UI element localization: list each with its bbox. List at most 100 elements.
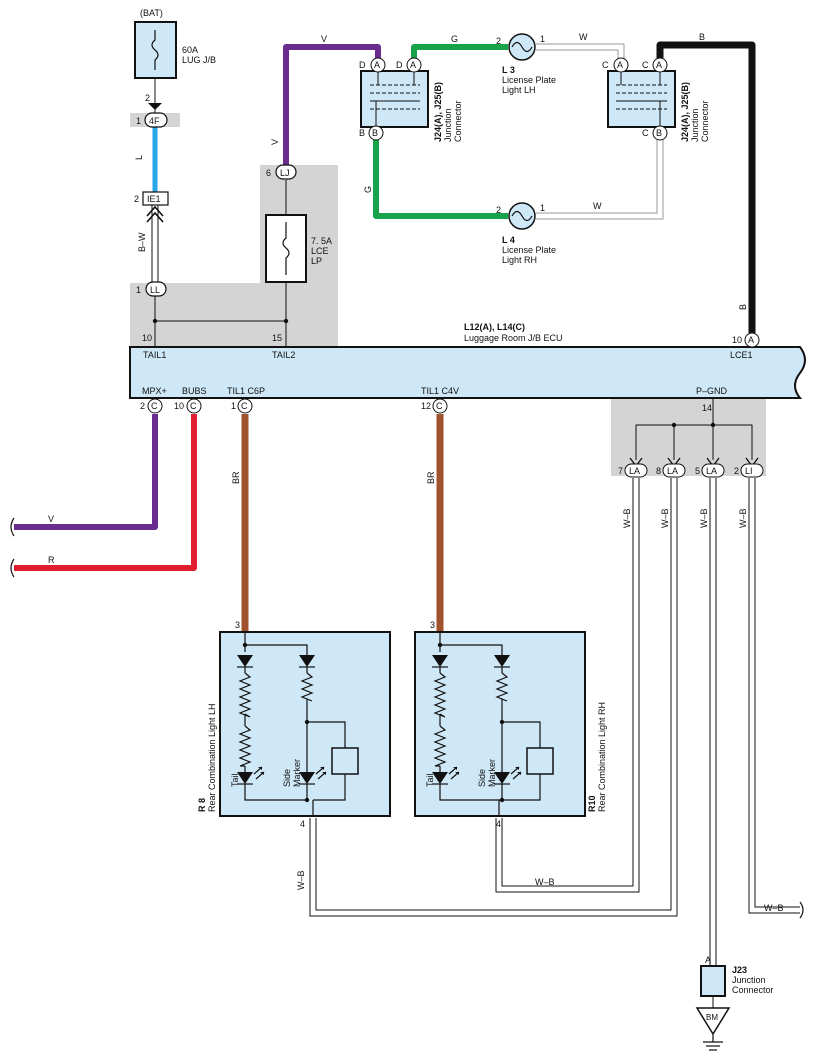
wire-label-br1: BR xyxy=(231,471,241,484)
ecu-pin-c6p: 1 xyxy=(231,401,236,411)
jr-line2: Junction xyxy=(690,108,700,142)
ground-conn-pin: 8 xyxy=(656,466,661,476)
battery-pin-top: 2 xyxy=(145,93,150,103)
jl-conn-a2: A xyxy=(410,60,416,70)
l4-name2: Light RH xyxy=(502,255,537,265)
wire-label-r-out: R xyxy=(48,555,55,565)
wire-label-wb2: W–B xyxy=(660,508,670,528)
ecu-c-bubs: C xyxy=(190,401,197,411)
connector-ll-pin: 1 xyxy=(136,285,141,295)
resistor-icon xyxy=(433,672,447,718)
ecu-bottom-connectors xyxy=(147,398,448,414)
jr-conn-b: B xyxy=(656,128,662,138)
connector-ie1-pin: 2 xyxy=(134,194,139,204)
connector-4f-pin: 1 xyxy=(136,116,141,126)
ground-conn-pin: 7 xyxy=(618,466,623,476)
connector-lj-pin: 6 xyxy=(266,168,271,178)
r8-pin-out: 4 xyxy=(300,819,305,829)
jl-line3: Connector xyxy=(453,100,463,142)
wire-break-marks xyxy=(10,517,804,919)
battery-fuse-rating: 60A xyxy=(182,45,198,55)
r10-pin-out: 4 xyxy=(496,819,501,829)
ecu-lce1-conn-label: A xyxy=(748,335,754,345)
wire-label-w-top: W xyxy=(579,32,588,42)
ecu-pin-c4v: 12 xyxy=(421,401,431,411)
r10-tail: Tail xyxy=(425,773,435,787)
junction-connector-left xyxy=(360,70,429,128)
earth-symbol xyxy=(703,1034,723,1051)
jl-conn-a1: A xyxy=(374,60,380,70)
wire-label-wb-lh: W–B xyxy=(296,870,306,890)
ecu-c-c6p: C xyxy=(241,401,248,411)
shaded-areas xyxy=(130,113,766,476)
ground-conn-pin: 2 xyxy=(734,466,739,476)
resistor-icon xyxy=(495,672,509,702)
jr-pin-c3: C xyxy=(642,128,649,138)
ground-label: BM xyxy=(706,1013,718,1022)
l3-pin2: 2 xyxy=(496,36,501,46)
ecu-tail2: TAIL2 xyxy=(272,350,295,360)
r8-id: R 8 xyxy=(197,798,207,812)
jl-conn-b: B xyxy=(372,128,378,138)
wire-label-g-left: G xyxy=(363,186,373,193)
ecu-c-c4v: C xyxy=(436,401,443,411)
ecu-pin-pgnd: 14 xyxy=(702,403,712,413)
rear-combination-light-rh xyxy=(414,631,586,817)
wire-label-br2: BR xyxy=(426,471,436,484)
ecu-tail1: TAIL1 xyxy=(143,350,166,360)
jl-pin-d2: D xyxy=(396,60,403,70)
rear-combination-light-lh xyxy=(219,631,391,817)
wire-label-b-top: B xyxy=(699,32,705,42)
ground-connectors xyxy=(624,457,764,478)
ecu-lce1-conn xyxy=(744,332,760,348)
license-plate-light-rh-bulb xyxy=(508,202,536,230)
j23-id: J23 xyxy=(732,965,747,975)
jl-line1: J24(A), J25(B) xyxy=(433,82,443,142)
wire-label-wb3: W–B xyxy=(699,508,709,528)
ecu-lce1: LCE1 xyxy=(730,350,753,360)
l4-name1: License Plate xyxy=(502,245,556,255)
ecu-title: L12(A), L14(C) xyxy=(464,322,525,332)
jr-pin-c1: C xyxy=(602,60,609,70)
diode-icon xyxy=(237,655,253,667)
diode-icon xyxy=(299,772,315,784)
ecu-body xyxy=(129,346,806,399)
l3-name1: License Plate xyxy=(502,75,556,85)
resistor-icon xyxy=(238,725,252,767)
license-plate-light-lh-bulb xyxy=(508,33,536,61)
ecu-til1c6p: TIL1 C6P xyxy=(227,386,265,396)
r8-pin-in: 3 xyxy=(235,620,240,630)
ground-conn-pin: 5 xyxy=(695,466,700,476)
wire-label-wb4: W–B xyxy=(738,508,748,528)
jr-pin-c2: C xyxy=(642,60,649,70)
ecu-pin-lce1: 10 xyxy=(732,335,742,345)
lce-fuse-name2: LP xyxy=(311,256,322,266)
l3-name2: Light LH xyxy=(502,85,536,95)
r8-tail: Tail xyxy=(230,773,240,787)
ecu-c-mpx: C xyxy=(151,401,158,411)
ecu-pgnd: P–GND xyxy=(696,386,728,396)
j23-box xyxy=(700,965,726,997)
ecu-pin-tail2: 15 xyxy=(272,333,282,343)
connector-4f: 4F xyxy=(149,116,160,126)
resistor-icon xyxy=(433,725,447,767)
r8-side2: Marker xyxy=(292,759,302,787)
connector-ll: LL xyxy=(150,285,160,295)
diode-icon xyxy=(432,655,448,667)
battery-label: (BAT) xyxy=(140,8,163,18)
lce-fuse xyxy=(265,214,307,283)
junction-left-pins xyxy=(368,57,422,141)
diode-icon xyxy=(494,772,510,784)
r10-side2: Marker xyxy=(487,759,497,787)
jl-pin-d1: D xyxy=(359,60,366,70)
wire-label-w-l4: W xyxy=(593,201,602,211)
jl-pin-b: B xyxy=(359,128,365,138)
ground-conn-name: LA xyxy=(629,466,640,476)
jl-line2: Junction xyxy=(443,108,453,142)
ecu-pin-mpx: 2 xyxy=(140,401,145,411)
wire-label-wb-out: W–B xyxy=(764,903,784,913)
j23-name1: Junction xyxy=(732,975,766,985)
j23-name2: Connector xyxy=(732,985,774,995)
